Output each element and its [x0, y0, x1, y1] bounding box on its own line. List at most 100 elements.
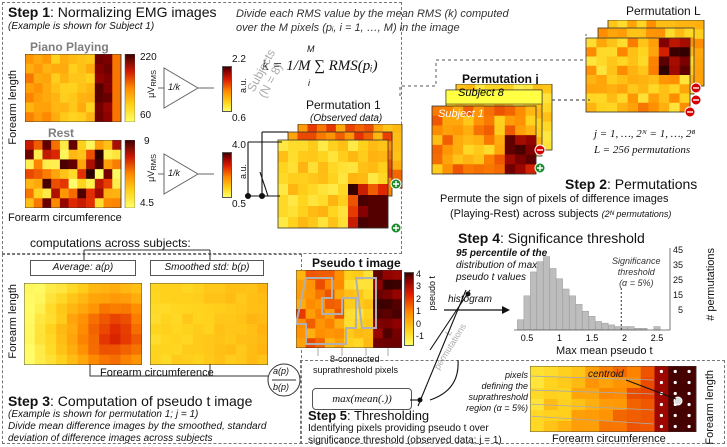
- heatmap-cell: [442, 115, 454, 126]
- smoothed-std-box: Smoothed std: b(p): [150, 260, 264, 276]
- heatmap-cell: [45, 344, 57, 356]
- heatmap-cell: [45, 334, 57, 345]
- heatmap-cell: [515, 125, 526, 136]
- heatmap-cell: [353, 279, 364, 290]
- histogram-bar: [569, 295, 576, 331]
- heatmap-cell: [86, 63, 96, 74]
- histogram-bar: [556, 278, 563, 331]
- heatmap-cell: [34, 334, 46, 345]
- colorbar: [124, 140, 135, 208]
- heatmap-cell: [432, 115, 443, 126]
- heatmap-cell: [103, 83, 113, 94]
- heatmap-cell: [298, 217, 309, 229]
- heatmap-cell: [452, 106, 464, 117]
- step3-sub-3: deviation of difference images across su…: [8, 433, 213, 444]
- heatmap-cell: [33, 198, 43, 208]
- heatmap-cell: [328, 140, 339, 152]
- norm-rest-max: 4.0: [232, 140, 246, 151]
- heatmap-cell: [665, 28, 676, 38]
- heatmap-cell: [585, 388, 600, 400]
- heatmap-cell: [617, 20, 628, 30]
- heatmap-cell: [77, 73, 87, 84]
- heatmap-cell: [328, 195, 339, 207]
- heatmap-cell: [77, 344, 89, 356]
- heatmap-cell: [315, 270, 326, 281]
- heatmap-cell: [33, 102, 43, 113]
- step5-heatmap: [530, 366, 697, 432]
- heatmap-cell: [296, 338, 306, 348]
- heatmap-cell: [68, 140, 78, 151]
- heatmap-cell: [45, 313, 57, 325]
- heatmap-cell: [606, 56, 618, 67]
- heatmap-cell: [103, 188, 113, 199]
- pseudo-tick: -1: [416, 331, 425, 342]
- heatmap-cell: [99, 334, 111, 345]
- heatmap-cell: [586, 47, 597, 57]
- histogram-bar: [608, 324, 615, 331]
- permutation-1-subtitle: (Observed data): [310, 113, 383, 124]
- heatmap-cell: [94, 63, 104, 74]
- heatmap-cell: [638, 56, 649, 67]
- heatmap-cell: [103, 92, 113, 103]
- heatmap-cell: [557, 388, 572, 400]
- heatmap-cell: [344, 289, 355, 300]
- heatmap-cell: [51, 178, 61, 189]
- heatmap-cell: [648, 84, 660, 94]
- heatmap-cell: [627, 47, 639, 57]
- piano-emg-heatmap: [25, 54, 135, 122]
- heatmap-cell: [246, 293, 258, 304]
- subject-8-label: Subject 8: [458, 87, 504, 99]
- heatmap-cell: [182, 293, 194, 304]
- heatmap-cell: [86, 149, 96, 160]
- heatmap-cell: [373, 289, 384, 300]
- heatmap-cell: [675, 20, 686, 30]
- heatmap-cell: [33, 112, 43, 122]
- heatmap-cell: [51, 149, 61, 160]
- heatmap-cell: [225, 354, 237, 365]
- heatmap-cell: [103, 198, 113, 208]
- heatmap-cell: [655, 28, 666, 38]
- heatmap-cell: [530, 377, 545, 389]
- heatmap-cell: [77, 63, 87, 74]
- histogram-x-tick: 2.5: [651, 333, 664, 343]
- heatmap-cell: [627, 65, 639, 76]
- heatmap-cell: [225, 303, 237, 315]
- heatmap-cell: [694, 38, 705, 49]
- heatmap-cell: [392, 309, 402, 320]
- heatmap-cell: [42, 169, 52, 180]
- heatmap-cell: [543, 366, 558, 378]
- heatmap-cell: [348, 206, 359, 218]
- piano-cb-max: 220: [140, 52, 157, 63]
- suprathreshold-pixel-dot: [687, 424, 691, 429]
- heatmap-cell: [257, 354, 268, 365]
- heatmap-cell: [99, 313, 111, 325]
- heatmap-cell: [315, 309, 326, 320]
- heatmap-cell: [192, 313, 204, 325]
- heatmap-cell: [103, 102, 113, 113]
- heatmap-cell: [684, 28, 695, 38]
- heatmap-cell: [88, 344, 100, 356]
- heatmap-cell: [235, 354, 247, 365]
- heatmap-cell: [679, 93, 691, 104]
- heatmap-cell: [484, 135, 495, 146]
- heatmap-cell: [373, 318, 384, 329]
- heatmap-cell: [51, 83, 61, 94]
- heatmap-cell: [25, 159, 35, 170]
- heatmap-cell: [33, 188, 43, 199]
- suprathreshold-pixel-dot: [659, 369, 664, 374]
- suprathreshold-pixel-dot: [687, 402, 691, 407]
- heatmap-cell: [77, 169, 87, 180]
- heatmap-cell: [203, 344, 215, 356]
- heatmap-cell: [515, 154, 526, 165]
- heatmap-cell: [525, 115, 537, 126]
- heatmap-cell: [515, 144, 526, 155]
- heatmap-cell: [33, 83, 43, 94]
- heatmap-cell: [684, 20, 695, 30]
- heatmap-cell: [335, 124, 346, 134]
- heatmap-cell: [77, 324, 89, 335]
- heatmap-cell: [192, 344, 204, 356]
- heatmap-cell: [103, 63, 113, 74]
- heatmap-cell: [86, 198, 96, 208]
